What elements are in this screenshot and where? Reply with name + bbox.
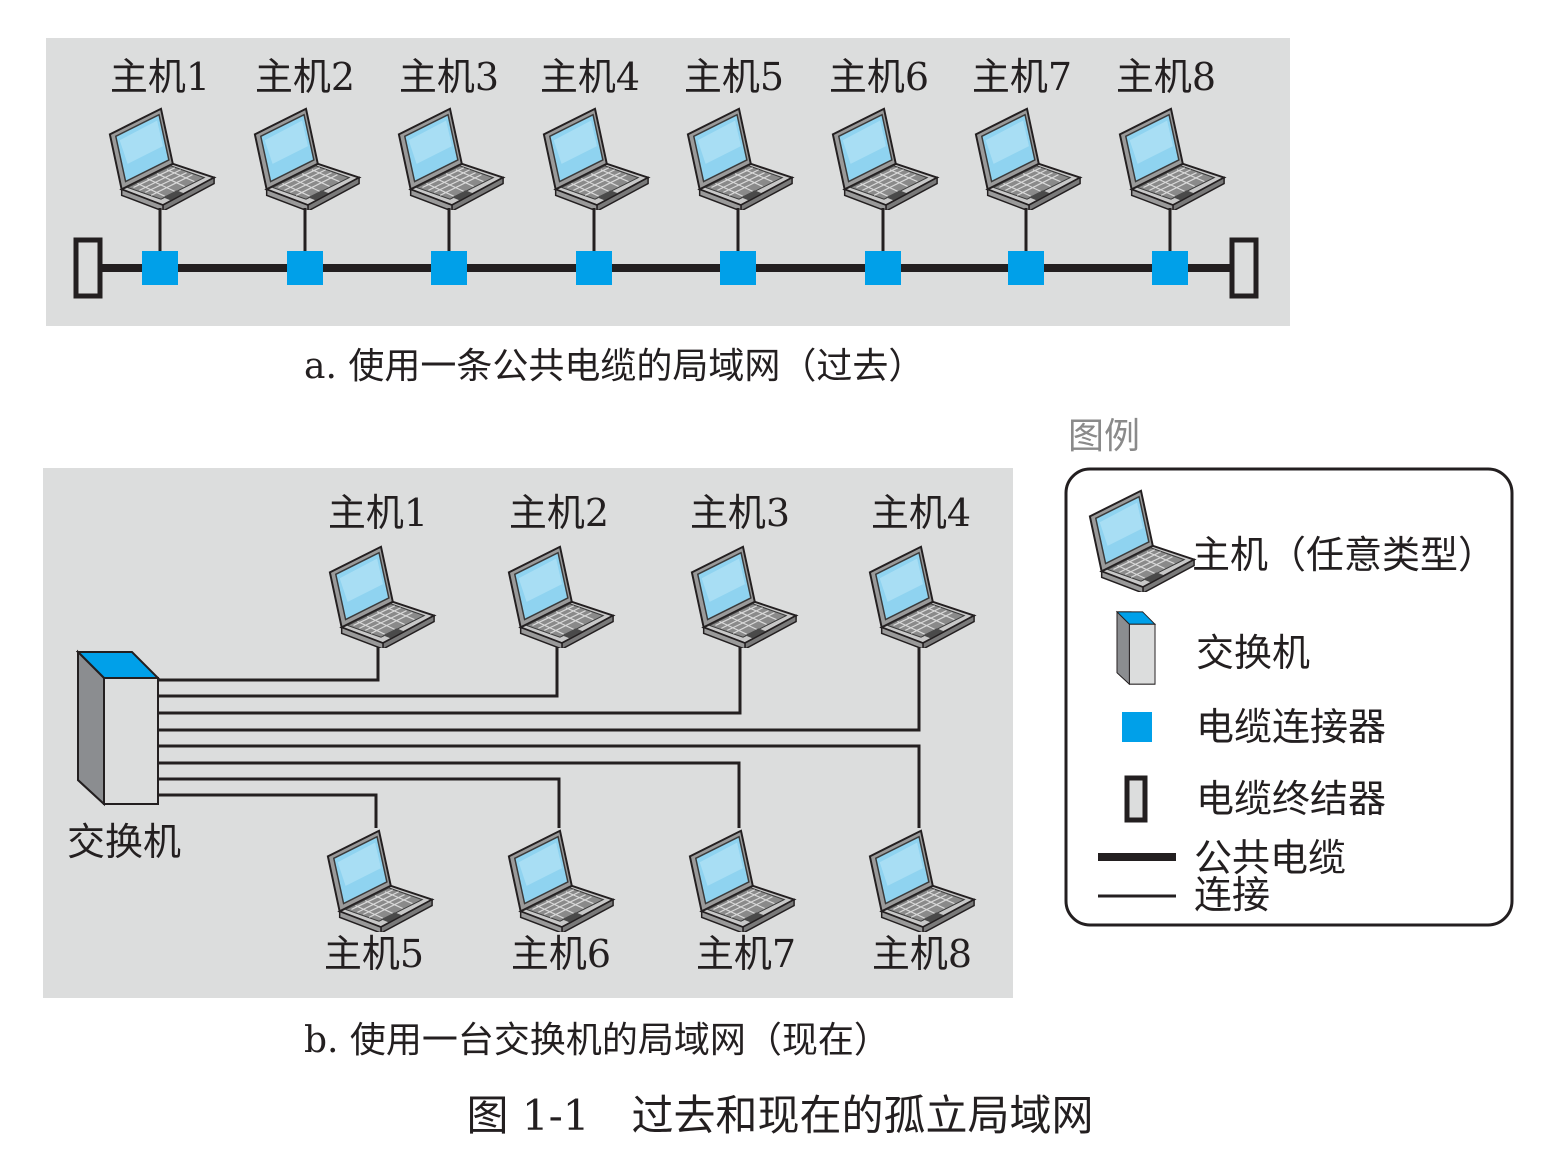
host-label: 主机4 <box>540 55 640 99</box>
host-b-3: 主机3 <box>690 491 798 648</box>
host-a-8: 主机8 <box>1116 55 1226 285</box>
host-a-5: 主机5 <box>684 55 794 285</box>
host-label: 主机3 <box>399 55 499 99</box>
legend-connector: 电缆连接器 <box>1122 705 1386 749</box>
cable-connector <box>720 251 756 285</box>
legend-switch-label: 交换机 <box>1196 631 1310 675</box>
host-label: 主机6 <box>511 932 611 976</box>
host-label: 主机5 <box>324 932 424 976</box>
terminator-left <box>73 237 103 299</box>
legend-terminator: 电缆终结器 <box>1124 775 1386 823</box>
cable-connector <box>576 251 612 285</box>
legend-host: 主机（任意类型） <box>1088 489 1496 592</box>
legend-switch: 交换机 <box>1116 611 1310 685</box>
host-label: 主机1 <box>328 491 428 535</box>
host-label: 主机8 <box>872 932 972 976</box>
host-label: 主机2 <box>255 55 355 99</box>
link-host-4 <box>158 640 921 732</box>
host-b-2: 主机2 <box>507 491 615 648</box>
legend-link-label: 连接 <box>1194 873 1270 917</box>
legend-shared-cable-label: 公共电缆 <box>1194 836 1346 880</box>
host-b-4: 主机4 <box>868 491 976 648</box>
link-host-6 <box>158 777 561 828</box>
host-label: 主机1 <box>110 55 210 99</box>
switch-icon <box>77 651 159 805</box>
host-b-7: 主机7 <box>688 829 796 976</box>
link-host-1 <box>158 640 380 682</box>
host-a-1: 主机1 <box>108 55 216 285</box>
legend-box <box>1064 467 1514 927</box>
link-host-5 <box>158 793 378 828</box>
figure-title: 图 1-1 过去和现在的孤立局域网 <box>467 1091 1094 1140</box>
cable-connector <box>142 251 178 285</box>
cable-connector <box>865 251 901 285</box>
cable-connector <box>1152 251 1188 285</box>
legend-connector-label: 电缆连接器 <box>1196 705 1386 749</box>
terminator-right <box>1229 237 1259 299</box>
host-label: 主机7 <box>972 55 1072 99</box>
host-label: 主机4 <box>871 491 971 535</box>
panel-b: 交换机 主机1 主机2 主机3 主机4 主机5 主机6 主机7 <box>43 468 1013 998</box>
cable-connector <box>1008 251 1044 285</box>
switch-links <box>158 640 921 828</box>
panel-a-caption: a. 使用一条公共电缆的局域网（过去） <box>304 346 924 387</box>
host-a-2: 主机2 <box>253 55 361 285</box>
panel-a: 主机1 主机2 主机3 主机4 主机5 <box>46 38 1290 326</box>
legend-host-label: 主机（任意类型） <box>1192 533 1496 577</box>
link-host-7 <box>158 761 741 828</box>
switch-icon <box>1116 611 1156 685</box>
host-b-1: 主机1 <box>328 491 436 648</box>
cable-connector-icon <box>1122 712 1152 742</box>
cable-connector <box>431 251 467 285</box>
host-label: 主机3 <box>690 491 790 535</box>
link-host-2 <box>158 640 559 698</box>
host-label: 主机2 <box>509 491 609 535</box>
legend: 图例 主机（任意类型） 交换机 电缆连接器 电缆终结器 公共电缆 连接 <box>1064 416 1514 927</box>
terminator-icon <box>1124 775 1148 823</box>
cable-connector <box>287 251 323 285</box>
legend-terminator-label: 电缆终结器 <box>1196 777 1386 821</box>
host-label: 主机5 <box>684 55 784 99</box>
host-b-8: 主机8 <box>868 829 976 976</box>
host-a-6: 主机6 <box>829 55 939 285</box>
host-b-5: 主机5 <box>324 829 434 976</box>
legend-shared-cable: 公共电缆 <box>1098 836 1346 880</box>
host-a-3: 主机3 <box>397 55 505 285</box>
link-host-8 <box>158 744 921 828</box>
switch-label: 交换机 <box>67 820 181 864</box>
link-host-3 <box>158 640 742 715</box>
host-label: 主机7 <box>696 932 796 976</box>
host-a-7: 主机7 <box>972 55 1082 285</box>
host-a-4: 主机4 <box>540 55 650 285</box>
host-b-6: 主机6 <box>507 829 615 976</box>
host-label: 主机8 <box>1116 55 1216 99</box>
legend-title: 图例 <box>1068 416 1140 457</box>
panel-b-caption: b. 使用一台交换机的局域网（现在） <box>304 1020 890 1061</box>
host-label: 主机6 <box>829 55 929 99</box>
legend-link: 连接 <box>1098 873 1270 917</box>
panel-a-background <box>46 38 1290 326</box>
